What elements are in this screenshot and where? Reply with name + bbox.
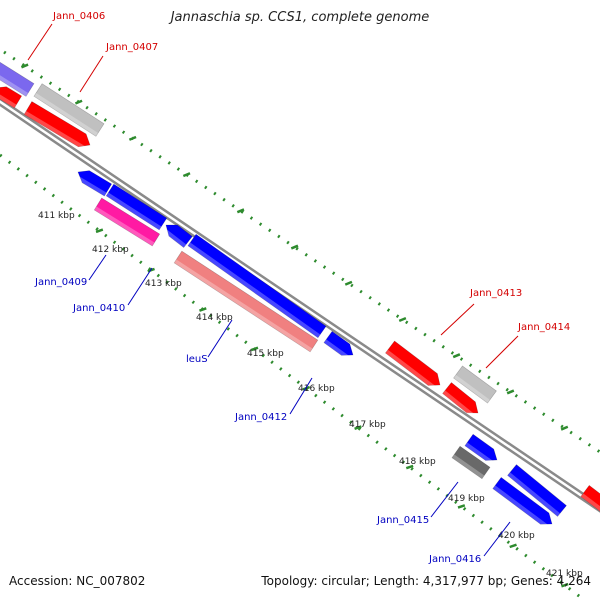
gene-leader-line	[79, 55, 104, 93]
gene-label[interactable]: Jann_0416	[428, 554, 481, 565]
gene-feature-arrow[interactable]	[492, 476, 553, 525]
tick-mark	[506, 389, 515, 395]
gene-feature-highlight	[385, 349, 438, 391]
gene-feature-arrow[interactable]	[0, 61, 35, 97]
gene-feature-arrow[interactable]	[187, 233, 327, 339]
gene-label[interactable]: Jann_0410	[72, 303, 125, 314]
scale-label: 412 kbp	[92, 245, 129, 255]
tick-mark	[74, 99, 83, 105]
tick-mark	[509, 543, 517, 549]
gene-feature-arrow[interactable]	[173, 250, 319, 353]
gene-label[interactable]: Jann_0409	[34, 277, 87, 288]
scale-label: 416 kbp	[298, 384, 335, 394]
scale-label: 411 kbp	[38, 211, 75, 221]
tick-mark	[95, 228, 104, 234]
gene-feature-highlight	[580, 493, 600, 512]
gene-feature-arrow[interactable]	[77, 170, 113, 197]
backbone-line	[0, 97, 600, 507]
gene-feature-highlight	[451, 454, 485, 479]
gene-feature-arrow[interactable]	[453, 365, 497, 404]
gene-leader-line	[27, 23, 53, 61]
tick-mark	[561, 582, 569, 588]
gene-leader-line	[485, 335, 519, 369]
gene-label[interactable]: Jann_0414	[517, 322, 570, 333]
gene-feature-highlight	[492, 485, 551, 530]
gene-feature-arrow[interactable]	[451, 445, 491, 480]
scale-label: 417 kbp	[349, 420, 386, 430]
scale-label: 421 kbp	[546, 569, 583, 579]
scale-label: 415 kbp	[247, 349, 284, 359]
genome-stats: Topology: circular; Length: 4,317,977 bp…	[261, 574, 591, 588]
gene-label[interactable]: Jann_0406	[52, 11, 105, 22]
gene-feature-highlight	[0, 75, 29, 97]
gene-leader-line	[88, 254, 107, 281]
tick-mark	[236, 208, 245, 214]
gene-feature-arrow[interactable]	[105, 183, 168, 231]
scale-labels: 411 kbp 412 kbp 413 kbp 414 kbp 415 kbp 416 k…	[38, 211, 583, 579]
gene-feature-highlight	[161, 227, 187, 248]
gene-leader-line	[289, 377, 313, 415]
gene-feature-arrow[interactable]	[442, 382, 479, 414]
gene-feature-arrow[interactable]	[0, 86, 23, 109]
gene-feature-highlight	[174, 259, 313, 352]
scale-label: 414 kbp	[196, 313, 233, 323]
gene-feature-arrow[interactable]	[580, 485, 600, 515]
gene-feature-highlight	[507, 472, 561, 517]
tick-mark	[199, 307, 207, 312]
gene-feature-highlight	[33, 92, 99, 137]
gene-features	[0, 61, 600, 530]
tick-mark	[20, 63, 29, 69]
gene-label[interactable]: Jann_0415	[376, 515, 429, 526]
gene-label[interactable]: Jann_0412	[234, 412, 287, 423]
accession-label: Accession: NC_007802	[9, 574, 146, 588]
tick-mark	[452, 353, 461, 359]
scale-label: 419 kbp	[448, 494, 485, 504]
gene-feature-arrow[interactable]	[23, 101, 91, 148]
gene-leader-line	[440, 303, 475, 336]
gene-label[interactable]: Jann_0413	[469, 288, 522, 299]
gene-feature-highlight	[453, 374, 490, 404]
scale-label: 420 kbp	[498, 531, 535, 541]
gene-feature-highlight	[442, 390, 477, 419]
gene-feature-highlight	[74, 174, 107, 197]
tick-mark	[344, 280, 353, 286]
gene-feature-arrow[interactable]	[385, 340, 441, 386]
tick-mark	[250, 346, 259, 352]
tick-mark	[182, 172, 191, 178]
gene-feature-highlight	[464, 442, 496, 466]
gene-feature-arrow[interactable]	[33, 83, 105, 137]
gene-leader-line	[207, 319, 233, 358]
tick-rings	[0, 50, 600, 600]
gene-feature-arrow[interactable]	[165, 224, 193, 248]
gene-feature-arrow[interactable]	[464, 433, 498, 461]
tick-mark	[398, 316, 407, 323]
gene-feature-highlight	[323, 339, 352, 361]
gene-leader-line	[430, 481, 459, 518]
gene-feature-arrow[interactable]	[323, 330, 354, 356]
gene-feature-highlight	[187, 242, 321, 338]
gene-label[interactable]: leuS	[186, 354, 208, 365]
scale-label: 413 kbp	[145, 279, 182, 289]
tick-mark	[560, 425, 569, 431]
tick-mark	[457, 504, 466, 509]
gene-leader-line	[483, 521, 511, 557]
gene-feature-highlight	[94, 206, 155, 246]
scale-label: 418 kbp	[399, 457, 436, 467]
gene-leader-line	[127, 267, 153, 306]
map-title: Jannaschia sp. CCS1, complete genome	[170, 10, 430, 25]
tick-mark	[128, 135, 137, 141]
gene-feature-arrow[interactable]	[93, 197, 161, 247]
tick-mark	[405, 464, 414, 470]
gene-feature-highlight	[106, 192, 162, 230]
gene-label[interactable]: Jann_0407	[105, 42, 158, 53]
tick-mark	[290, 244, 299, 250]
gene-feature-highlight	[24, 111, 89, 152]
gene-feature-arrow[interactable]	[507, 464, 567, 517]
gene-feature-highlight	[0, 94, 17, 108]
tick-mark	[354, 425, 362, 431]
